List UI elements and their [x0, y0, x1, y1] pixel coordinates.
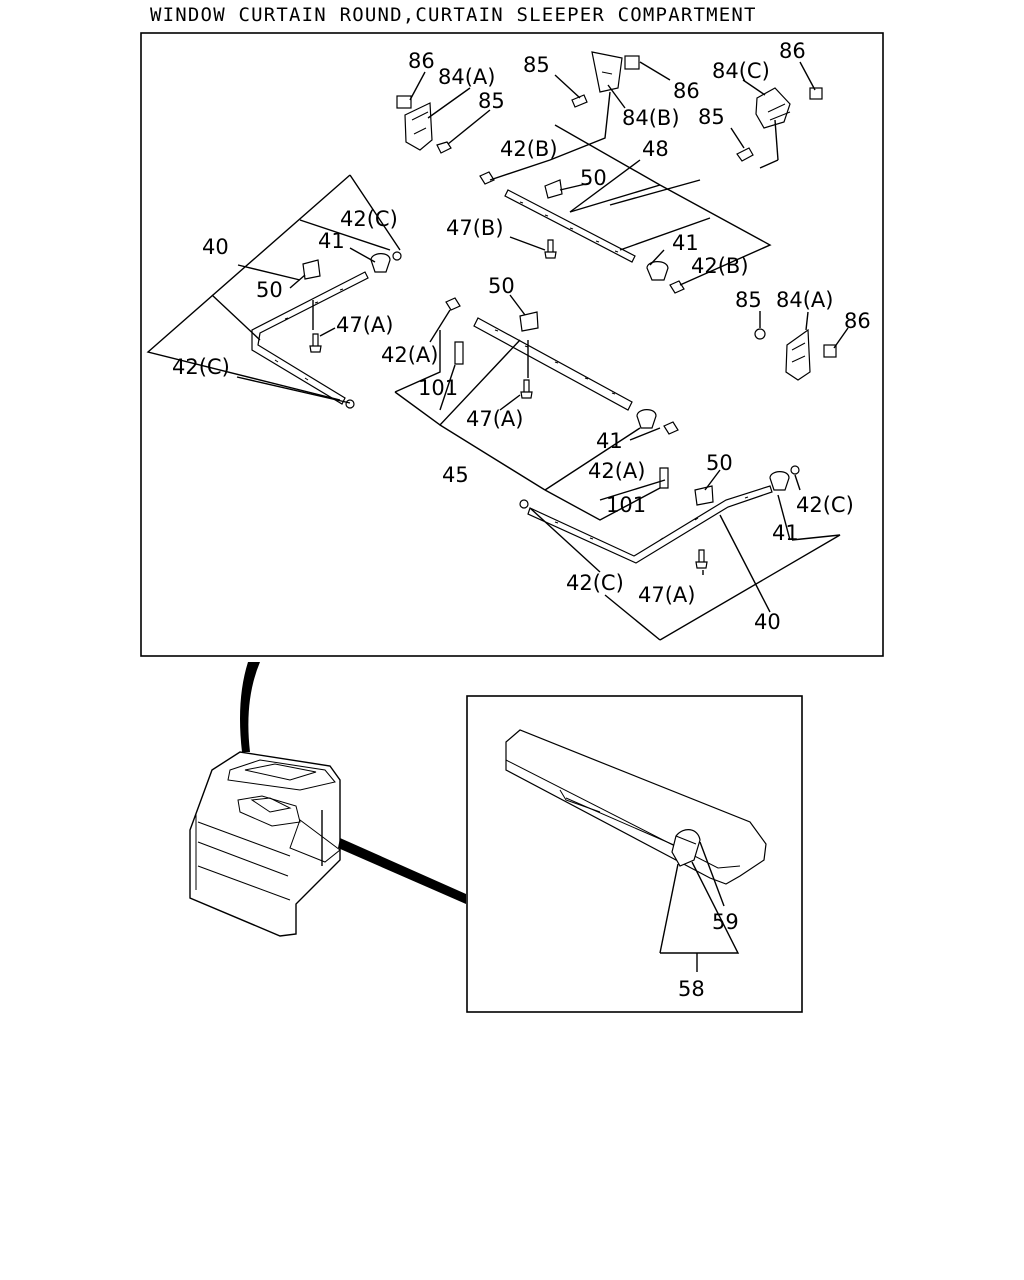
callout-48: 48 [642, 137, 669, 161]
curtain-58 [505, 729, 767, 885]
callout-42c: 42(C) [340, 207, 398, 231]
callout-47a: 47(A) [336, 313, 393, 337]
rail-48 [479, 171, 685, 294]
callout-42b: 42(B) [500, 137, 558, 161]
callout-42a: 42(A) [381, 343, 438, 367]
callout-42a: 42(A) [588, 459, 645, 483]
callout-84c: 84(C) [712, 59, 770, 83]
callout-42c: 42(C) [566, 571, 624, 595]
callout-41: 41 [596, 429, 623, 453]
callout-42c: 42(C) [172, 355, 230, 379]
bracket-84b [571, 51, 640, 108]
callout-40: 40 [202, 235, 229, 259]
inset-leader-lines [659, 841, 740, 972]
callout-101: 101 [418, 376, 458, 400]
rail-45 [445, 297, 679, 489]
callout-47a: 47(A) [638, 583, 695, 607]
rail-40-left [251, 251, 402, 409]
callout-84a: 84(A) [438, 65, 495, 89]
exploded-view-frame [140, 32, 884, 657]
callout-58: 58 [678, 977, 705, 1001]
callout-85: 85 [523, 53, 550, 77]
callout-41: 41 [672, 231, 699, 255]
callout-42b: 42(B) [691, 254, 749, 278]
callout-85: 85 [735, 288, 762, 312]
callout-41: 41 [318, 229, 345, 253]
leader-lines [146, 61, 849, 641]
callout-84a: 84(A) [776, 288, 833, 312]
callout-47b: 47(B) [446, 216, 504, 240]
callout-86: 86 [779, 39, 806, 63]
callout-85: 85 [698, 105, 725, 129]
callout-50: 50 [706, 451, 733, 475]
callout-40: 40 [754, 610, 781, 634]
rail-40-right [519, 465, 800, 569]
callout-84b: 84(B) [622, 106, 680, 130]
callout-59: 59 [712, 910, 739, 934]
bracket-84a-right [754, 328, 837, 381]
callout-86: 86 [844, 309, 871, 333]
callout-47a: 47(A) [466, 407, 523, 431]
callout-101: 101 [606, 493, 646, 517]
callout-50: 50 [256, 278, 283, 302]
callout-45: 45 [442, 463, 469, 487]
callout-50: 50 [488, 274, 515, 298]
bracket-84a-top [396, 95, 452, 154]
callout-41: 41 [772, 521, 799, 545]
callout-86: 86 [673, 79, 700, 103]
truck-cab-locator [189, 662, 466, 937]
callout-85: 85 [478, 89, 505, 113]
callout-labels: 86 84(A) 85 85 86 84(B) 84(C) 86 85 42(B… [172, 39, 871, 634]
bracket-84c [736, 87, 823, 162]
inset-frame [466, 695, 803, 1013]
callout-86: 86 [408, 49, 435, 73]
callout-42c: 42(C) [796, 493, 854, 517]
callout-50: 50 [580, 166, 607, 190]
diagram-title: WINDOW CURTAIN ROUND,CURTAIN SLEEPER COM… [150, 4, 757, 26]
